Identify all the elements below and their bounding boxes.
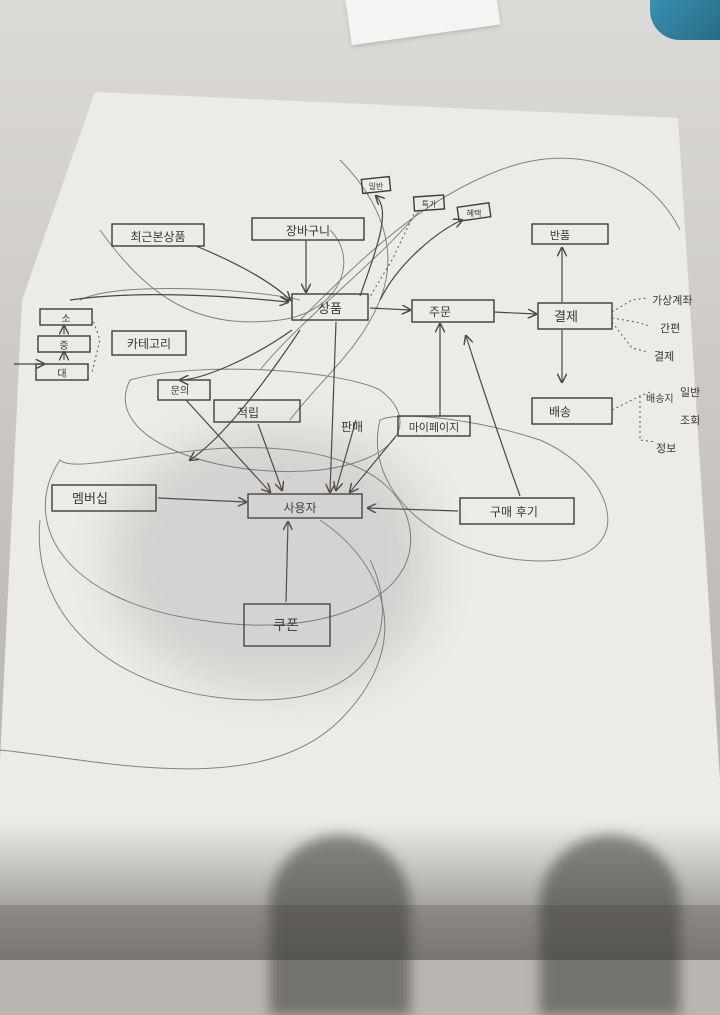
box-order [411,299,495,323]
label-cat-mid: 중 [59,340,68,352]
label-point: 적립 [237,406,259,420]
labels: 최근본상품 장바구니 상품 카테고리 소 중 대 주문 결제 반품 배송 가상계… [57,182,700,634]
label-payment: 결제 [554,310,578,325]
label-pay-opt-2: 간편 [660,322,680,335]
label-cat-large: 대 [57,368,66,380]
node-boxes [35,175,613,647]
label-coupon: 쿠폰 [273,618,299,634]
label-tag-2: 특가 [422,200,437,209]
label-order: 주문 [429,305,451,319]
box-cat-large [35,363,89,381]
label-pay-opt-3: 결제 [654,350,674,363]
label-refund: 반품 [550,229,570,242]
box-membership [51,484,157,512]
label-tag-1: 일반 [369,182,384,191]
dotted-connectors [91,213,657,443]
blue-object [650,0,720,40]
label-product: 상품 [318,302,342,317]
diagram-canvas: 최근본상품 장바구니 상품 카테고리 소 중 대 주문 결제 반품 배송 가상계… [0,92,720,905]
label-cart: 장바구니 [286,224,330,238]
box-refund [531,223,609,245]
label-user: 사용자 [283,501,316,515]
label-deliv-opt-1: 일반 [680,385,700,399]
box-mypage [397,415,471,437]
box-review [459,497,575,525]
box-category [111,330,187,356]
label-delivery: 배송 [549,405,571,419]
box-tag-2 [412,194,446,212]
box-payment [537,302,613,330]
box-user [247,493,363,519]
box-tag-1 [360,175,392,195]
finger-shadow-1 [270,835,410,1015]
sketch-sheet: 최근본상품 장바구니 상품 카테고리 소 중 대 주문 결제 반품 배송 가상계… [0,92,720,905]
label-deliv-opt-4: 정보 [656,442,676,455]
box-used-product [111,223,205,247]
label-category: 카테고리 [127,337,171,351]
box-cart [251,217,365,241]
label-inquiry: 문의 [171,385,189,397]
box-point [213,399,301,423]
label-deliv-opt-2: 배송지 [646,393,674,405]
arrows [14,196,562,603]
hand-shadow [110,430,430,690]
label-membership: 멤버십 [72,492,108,507]
box-tag-3 [456,202,492,222]
label-deliv-opt-3: 조회 [680,414,700,427]
box-coupon [243,603,331,647]
finger-shadow-2 [540,835,680,1015]
label-cat-small: 소 [61,313,70,325]
label-pay-opt-1: 가상계좌 [652,294,692,307]
label-mypage: 마이페이지 [409,421,460,434]
label-tag-3: 혜택 [467,208,482,218]
label-review: 구매 후기 [490,505,538,519]
box-delivery [531,397,613,425]
label-used-product: 최근본상품 [130,230,185,244]
label-sale: 판매 [341,420,363,434]
box-product [291,293,369,321]
